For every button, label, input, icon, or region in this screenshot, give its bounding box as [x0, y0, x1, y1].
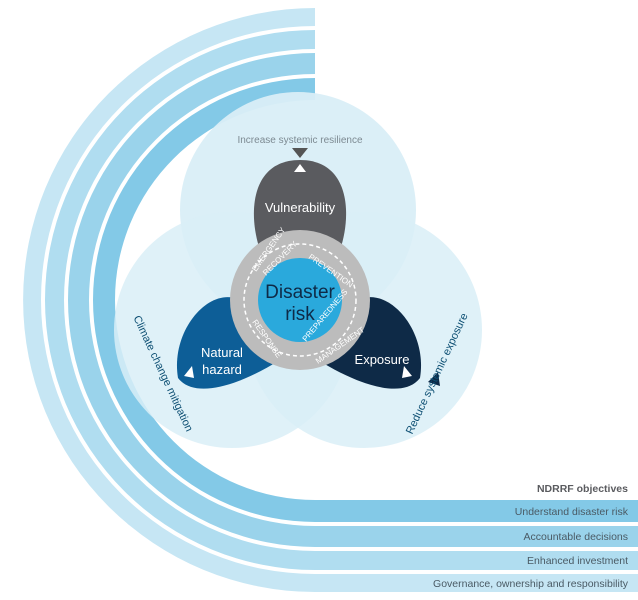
petal-label-exposure: Exposure: [355, 352, 410, 367]
arrow-top-inner-icon: [294, 164, 306, 172]
center-circle: [258, 258, 342, 342]
petal-label-natural-line1: Natural: [201, 345, 243, 360]
petal-natural-hazard: [176, 297, 280, 389]
objective-1: Understand disaster risk: [515, 506, 629, 518]
petal-vulnerability: [253, 160, 347, 250]
objective-2: Accountable decisions: [524, 531, 628, 543]
cycle-ring-divider: [243, 243, 357, 357]
arrow-left-icon: [184, 366, 194, 378]
objectives-header: NDRRF objectives: [537, 483, 628, 495]
center-label-line2: risk: [285, 304, 315, 325]
objective-4: Governance, ownership and responsibility: [433, 578, 629, 590]
center-label-line1: Disaster: [265, 282, 335, 303]
arrow-right-outer-icon: [428, 372, 440, 386]
petal-label-vulnerability: Vulnerability: [265, 200, 336, 215]
petal-exposure: [318, 297, 422, 389]
arrow-top-icon: [292, 148, 308, 158]
arrow-right-icon: [402, 366, 412, 378]
petal-label-natural-line2: hazard: [202, 362, 242, 377]
objective-3: Enhanced investment: [527, 555, 628, 567]
arc-label-top: Increase systemic resilience: [237, 135, 362, 146]
